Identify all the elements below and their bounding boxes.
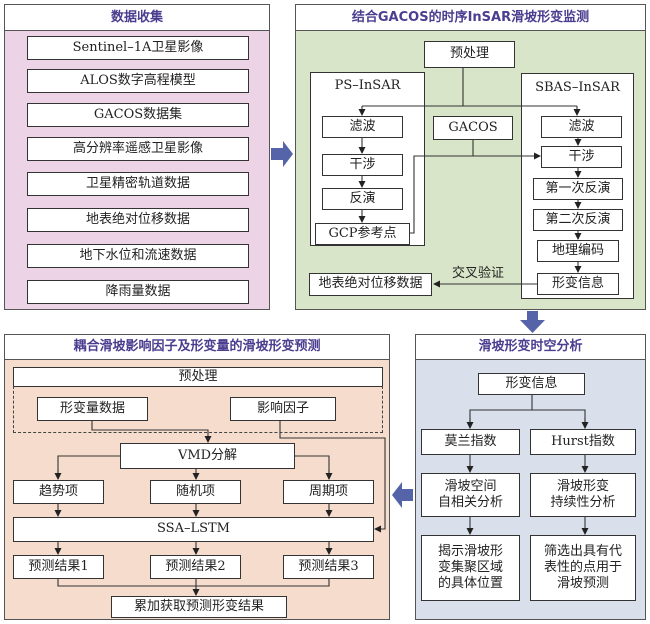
data-item-orbit: 卫星精密轨道数据 — [27, 172, 249, 196]
ps-step-inversion: 反演 — [322, 188, 403, 210]
ground-displacement-box: 地表绝对位移数据 — [309, 273, 432, 296]
result-3: 预测结果3 — [283, 555, 374, 579]
prediction-title: 耦合滑坡影响因子及形变量的滑坡形变预测 — [5, 335, 389, 360]
ps-step-filter: 滤波 — [322, 116, 403, 138]
ssa-lstm-box: SSA–LSTM — [13, 517, 374, 542]
component-random: 随机项 — [150, 480, 241, 504]
gacos-box: GACOS — [433, 116, 513, 140]
sbas-step-geocoding: 地理编码 — [537, 240, 619, 262]
data-item-hires-imagery: 高分辨率遥感卫星影像 — [27, 137, 249, 161]
block-arrow-right — [271, 141, 293, 167]
moran-index-box: 莫兰指数 — [421, 429, 520, 455]
hurst-result-text: 筛选出具有代 表性的点用于 滑坡预测 — [543, 543, 622, 592]
hurst-result-box: 筛选出具有代 表性的点用于 滑坡预测 — [530, 535, 636, 601]
data-item-groundwater: 地下水位和流速数据 — [27, 244, 249, 268]
prediction-preprocess: 预处理 — [13, 367, 383, 387]
sbas-insar-title: SBAS–InSAR — [535, 80, 620, 95]
cross-validation-label: 交叉验证 — [452, 266, 505, 281]
monitoring-preprocess: 预处理 — [424, 41, 515, 68]
analysis-deformation-info: 形变信息 — [478, 373, 585, 395]
moran-result-text: 揭示滑坡形 变集聚区域 的具体位置 — [437, 543, 503, 592]
hurst-index-box: Hurst指数 — [530, 429, 636, 455]
analysis-title: 滑坡形变时空分析 — [416, 335, 645, 360]
data-collection-title: 数据收集 — [5, 5, 269, 31]
block-arrow-down — [520, 311, 545, 333]
deformation-data-box: 形变量数据 — [37, 397, 148, 421]
sbas-step-deformation-info: 形变信息 — [537, 273, 619, 295]
ps-insar-title: PS–InSAR — [334, 78, 401, 93]
result-1: 预测结果1 — [13, 555, 104, 579]
data-item-rainfall: 降雨量数据 — [27, 280, 249, 304]
hurst-analysis-box: 滑坡形变 持续性分析 — [530, 473, 636, 517]
moran-analysis-text: 滑坡空间 自相关分析 — [437, 478, 503, 510]
ps-step-gcp: GCP参考点 — [315, 223, 410, 245]
data-item-alos-dem: ALOS数字高程模型 — [27, 69, 249, 93]
data-item-ground-displacement: 地表绝对位移数据 — [27, 208, 249, 232]
moran-analysis-box: 滑坡空间 自相关分析 — [421, 473, 520, 517]
sbas-step-interferogram: 干涉 — [541, 146, 622, 168]
monitoring-title: 结合GACOS的时序InSAR滑坡形变监测 — [296, 5, 645, 31]
block-arrow-left — [392, 482, 413, 508]
component-trend: 趋势项 — [13, 480, 104, 504]
hurst-analysis-text: 滑坡形变 持续性分析 — [550, 478, 616, 510]
sbas-step-filter: 滤波 — [541, 116, 622, 138]
component-periodic: 周期项 — [283, 480, 374, 504]
influence-factors-box: 影响因子 — [230, 397, 336, 421]
final-result-box: 累加获取预测形变结果 — [111, 596, 287, 618]
vmd-box: VMD分解 — [120, 443, 295, 469]
data-item-sentinel: Sentinel–1A卫星影像 — [27, 36, 249, 60]
ps-step-interferogram: 干涉 — [322, 154, 403, 176]
result-2: 预测结果2 — [150, 555, 241, 579]
moran-result-box: 揭示滑坡形 变集聚区域 的具体位置 — [421, 535, 520, 601]
data-item-gacos: GACOS数据集 — [27, 103, 249, 127]
sbas-step-second-inversion: 第二次反演 — [533, 209, 623, 231]
sbas-step-first-inversion: 第一次反演 — [533, 178, 623, 200]
